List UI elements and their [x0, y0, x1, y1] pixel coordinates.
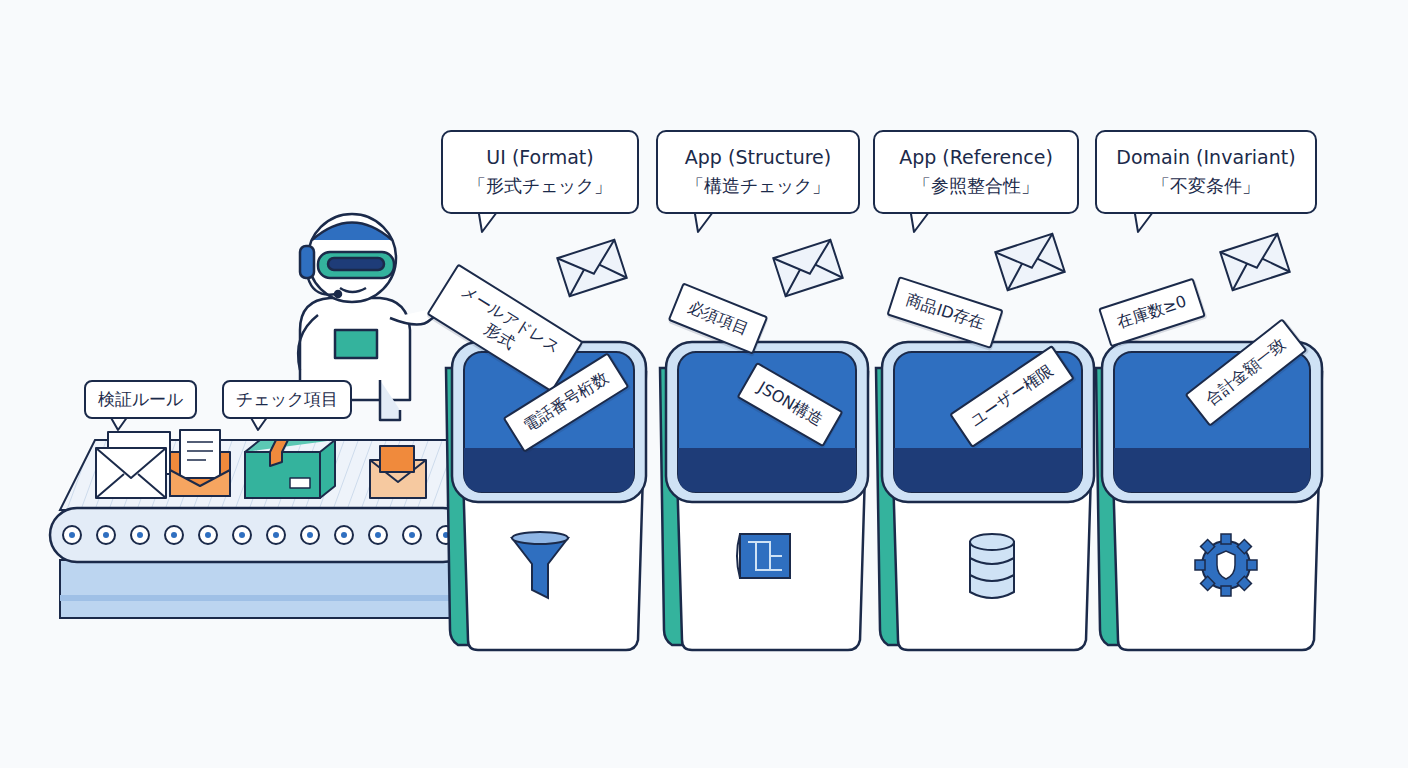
gear-tooth: [1201, 540, 1215, 554]
node-label: App (Structure): [685, 146, 831, 168]
roller: [403, 526, 421, 544]
gear-tooth: [1237, 540, 1251, 554]
roller-hub: [205, 532, 211, 538]
gear-tooth: [1247, 560, 1257, 570]
roller: [165, 526, 183, 544]
roller: [97, 526, 115, 544]
roller: [369, 526, 387, 544]
callout-bubble: Domain (Invariant) 「不変条件」: [1095, 130, 1317, 214]
node-label: メールアドレス 形式: [444, 279, 567, 377]
bin-depth: [1114, 448, 1310, 492]
node-label: 検証ルール: [98, 388, 183, 411]
envelope: [557, 240, 626, 297]
roller: [301, 526, 319, 544]
rule-card: 商品ID存在: [886, 276, 1003, 349]
node-sublabel: 「形式チェック」: [468, 174, 612, 198]
belt-items: [96, 430, 426, 498]
bin-opening: [894, 352, 1082, 492]
callout-bubble: App (Structure) 「構造チェック」: [656, 130, 860, 214]
node-label: Domain (Invariant): [1116, 146, 1295, 168]
rule-card: 合計金額一致: [1185, 318, 1308, 427]
node-sublabel: 「参照整合性」: [913, 174, 1039, 198]
bin-opening: [678, 352, 856, 492]
bin-depth: [464, 448, 634, 492]
roller: [335, 526, 353, 544]
bin-icons: [512, 532, 1257, 598]
roller-hub: [375, 532, 381, 538]
node-label: 合計金額一致: [1202, 335, 1291, 411]
rule-card: 必須項目: [668, 282, 769, 354]
bin-rim: [666, 342, 868, 502]
node-sublabel: 「構造チェック」: [686, 174, 830, 198]
roller-hub: [409, 532, 415, 538]
roller: [267, 526, 285, 544]
bin-rim: [882, 342, 1094, 502]
rule-card: メールアドレス 形式: [426, 263, 583, 392]
node-sublabel: 「不変条件」: [1152, 174, 1260, 198]
rule-card: JSON構造: [736, 362, 843, 448]
gear-tooth: [1195, 560, 1205, 570]
node-label: JSON構造: [754, 378, 826, 432]
roller: [233, 526, 251, 544]
roller: [131, 526, 149, 544]
gear-tooth: [1237, 576, 1251, 590]
roller-hub: [171, 532, 177, 538]
label-tag: 検証ルール: [84, 380, 197, 419]
roller-hub: [273, 532, 279, 538]
callout-bubble: UI (Format) 「形式チェック」: [441, 130, 639, 214]
roller-hub: [103, 532, 109, 538]
gear-tooth: [1201, 576, 1215, 590]
node-label: 商品ID存在: [903, 290, 987, 335]
envelope: [995, 234, 1064, 291]
bin-depth: [894, 448, 1082, 492]
label-tag: チェック項目: [222, 380, 352, 419]
node-label: App (Reference): [899, 146, 1053, 168]
conveyor-belt: [50, 440, 470, 618]
roller: [199, 526, 217, 544]
gear-tooth: [1221, 534, 1231, 544]
bin-depth: [678, 448, 856, 492]
roller-hub: [341, 532, 347, 538]
roller-hub: [239, 532, 245, 538]
node-label: 在庫数≥0: [1115, 291, 1190, 333]
roller: [63, 526, 81, 544]
roller-hub: [137, 532, 143, 538]
callout-bubble: App (Reference) 「参照整合性」: [873, 130, 1079, 214]
rule-card: 在庫数≥0: [1098, 278, 1206, 348]
envelope: [1220, 234, 1289, 291]
gear-tooth: [1221, 586, 1231, 596]
node-label: チェック項目: [236, 388, 338, 411]
node-label: 必須項目: [684, 297, 751, 340]
roller-hub: [307, 532, 313, 538]
rule-card: ユーザー権限: [949, 345, 1075, 448]
envelope: [773, 240, 842, 297]
node-label: UI (Format): [486, 146, 593, 168]
node-label: ユーザー権限: [966, 361, 1057, 432]
roller-hub: [69, 532, 75, 538]
